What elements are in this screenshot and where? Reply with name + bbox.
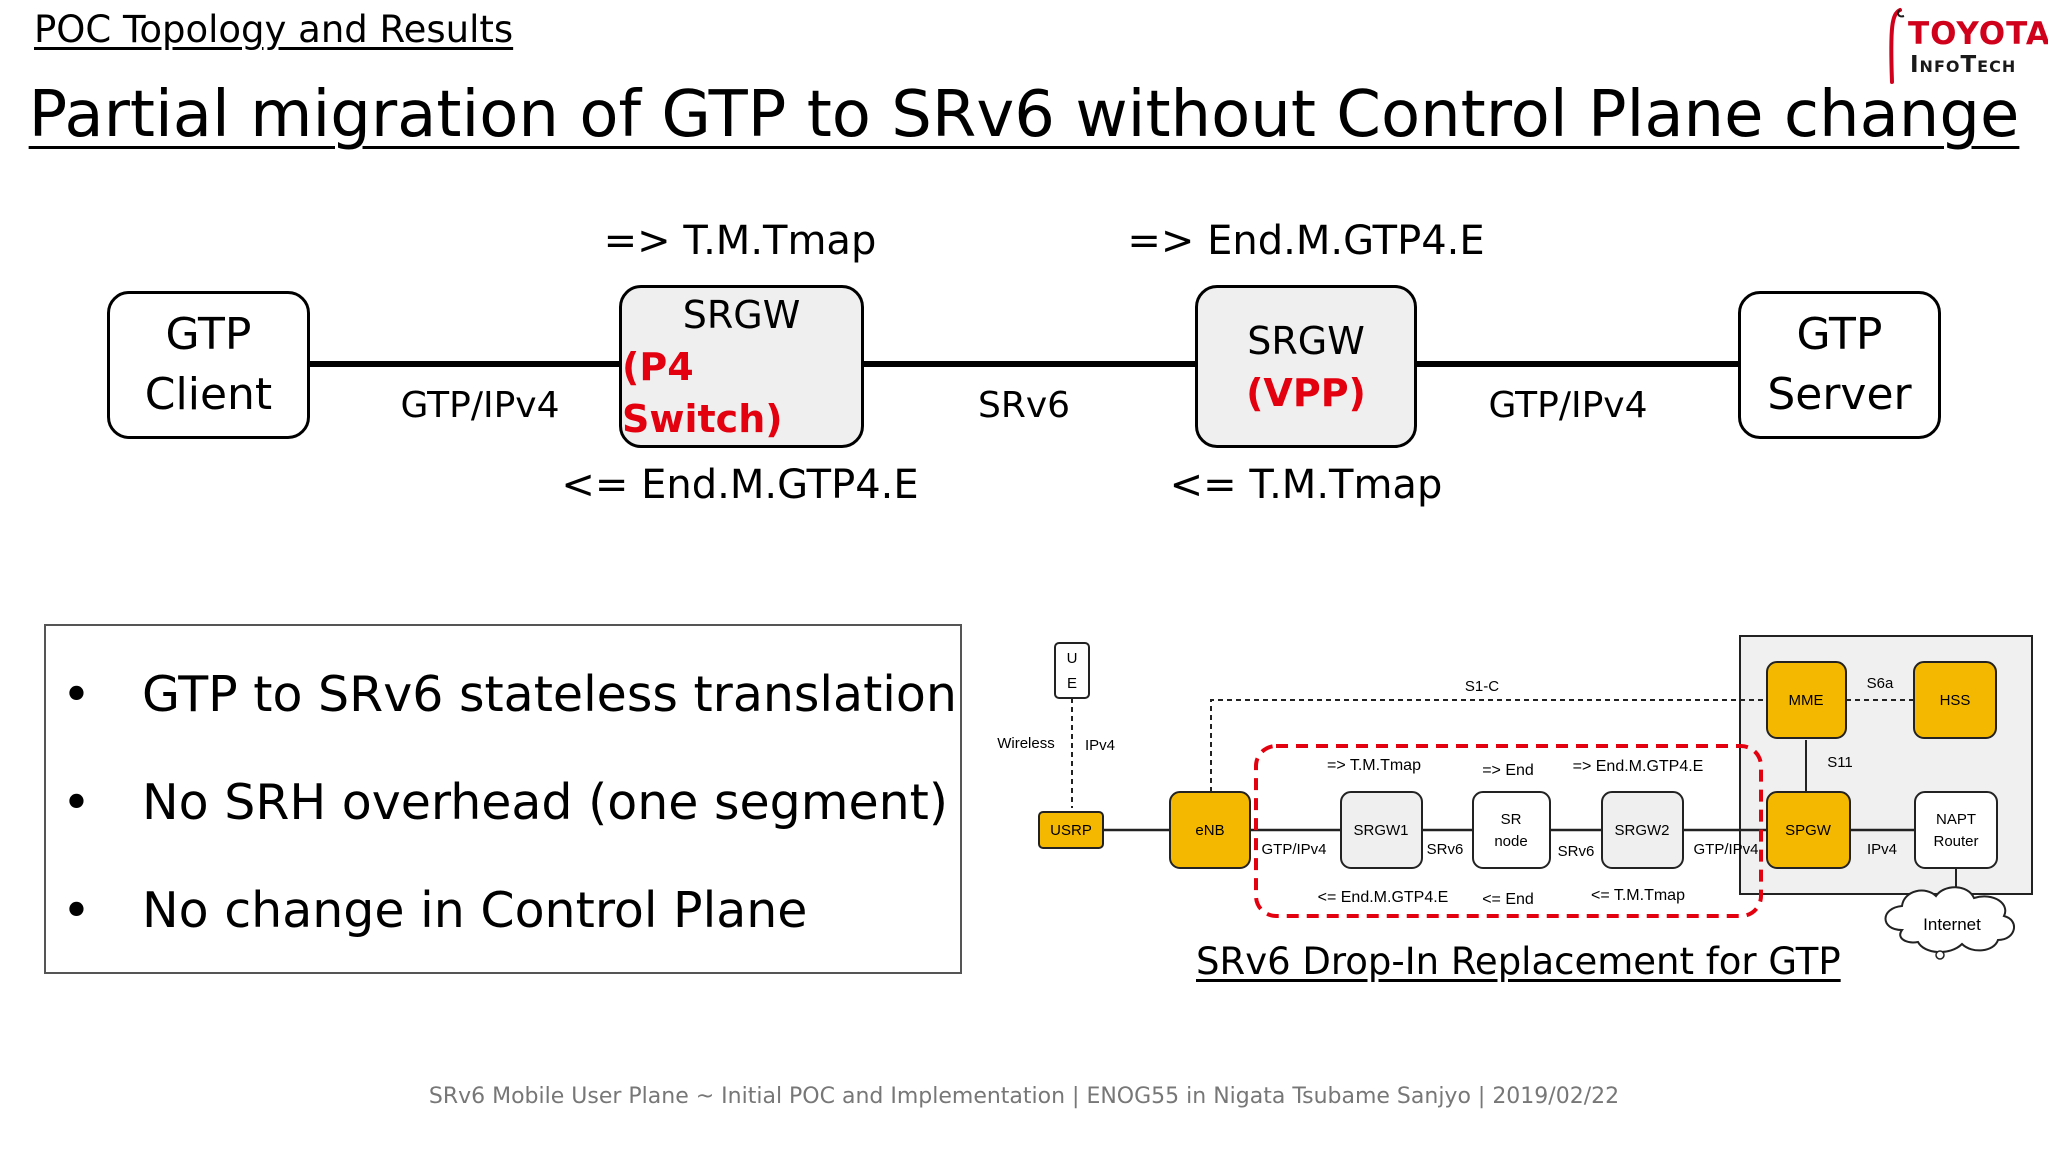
- bullet-box: • GTP to SRv6 stateless translation • No…: [44, 624, 962, 974]
- link-label-left: GTP/IPv4: [400, 385, 560, 426]
- network-link-line: [305, 361, 1741, 367]
- toyota-infotech-logo: TOYOTA InfoTech: [1882, 6, 2048, 86]
- link-label-right: GTP/IPv4: [1488, 385, 1648, 426]
- ue-node: [1054, 642, 1090, 699]
- srgw2-node: [1601, 791, 1684, 869]
- napt-ipv4-label: IPv4: [1867, 841, 1897, 858]
- gtp-ipv4-right-label: GTP/IPv4: [1693, 841, 1758, 858]
- srgw-p4-line2: (P4 Switch): [622, 344, 783, 441]
- s1c-label: S1-C: [1465, 678, 1499, 695]
- bullet-dot-icon: •: [62, 882, 91, 939]
- napt-line1: NAPT: [1936, 811, 1976, 828]
- gtp-client-line2: Client: [144, 369, 273, 420]
- srgw-vpp-node: SRGW (VPP): [1195, 285, 1417, 448]
- enb-label: eNB: [1195, 822, 1224, 839]
- gtp-ipv4-left-label: GTP/IPv4: [1261, 841, 1326, 858]
- footer: SRv6 Mobile User Plane ~ Initial POC and…: [428, 1084, 1620, 1109]
- p4-top-label: => T.M.Tmap: [603, 218, 877, 264]
- hss-node: [1913, 661, 1997, 739]
- spgw-label: SPGW: [1785, 822, 1832, 839]
- logo-mark-icon: [1889, 8, 1905, 84]
- gtp-server-line1: GTP: [1796, 309, 1883, 360]
- srgw-p4-switch-node: SRGW (P4 Switch): [619, 285, 864, 448]
- srv6-a-label: SRv6: [1427, 841, 1464, 858]
- bullet-text: No SRH overhead (one segment): [142, 774, 949, 831]
- gtp-client-line1: GTP: [165, 309, 252, 360]
- enb-node: [1169, 791, 1251, 869]
- logo-text-line2: InfoTech: [1910, 52, 2017, 78]
- p4-bottom-label: <= End.M.GTP4.E: [561, 462, 919, 508]
- usrp-label: USRP: [1050, 822, 1092, 839]
- top-tmap-label: => T.M.Tmap: [1327, 757, 1421, 774]
- sr-node-line2: node: [1494, 833, 1527, 850]
- srgw1-node: [1340, 791, 1423, 869]
- link-label-mid: SRv6: [977, 385, 1071, 426]
- srgw1-label: SRGW1: [1353, 822, 1408, 839]
- bullet-text: GTP to SRv6 stateless translation: [142, 666, 957, 723]
- mme-node: [1766, 661, 1847, 739]
- bot-tmap-label: <= T.M.Tmap: [1591, 887, 1685, 904]
- vpp-bottom-label: <= T.M.Tmap: [1169, 462, 1443, 508]
- top-endm-label: => End.M.GTP4.E: [1573, 758, 1704, 775]
- sr-node-line1: SR: [1501, 811, 1522, 828]
- gtp-server-line2: Server: [1767, 369, 1912, 420]
- srgw-vpp-line1: SRGW: [1247, 318, 1365, 363]
- ue-ipv4-label: IPv4: [1085, 737, 1115, 754]
- enb-mme-s1c-link: [1210, 699, 1767, 792]
- bot-end-label: <= End: [1482, 891, 1534, 908]
- section-title: POC Topology and Results: [34, 8, 514, 51]
- diagram-caption: SRv6 Drop-In Replacement for GTP: [1196, 940, 1841, 983]
- mme-label: MME: [1789, 692, 1824, 709]
- hss-label: HSS: [1940, 692, 1971, 709]
- napt-router-node: [1914, 791, 1998, 869]
- s11-label: S11: [1827, 754, 1853, 771]
- srv6-b-label: SRv6: [1558, 843, 1595, 860]
- gtp-client-node: GTP Client: [107, 291, 310, 439]
- sr-node: [1472, 791, 1551, 869]
- wireless-label: Wireless: [997, 735, 1055, 752]
- napt-line2: Router: [1933, 833, 1978, 850]
- bullet-dot-icon: •: [62, 774, 91, 831]
- logo-text-line1: TOYOTA: [1908, 16, 2048, 52]
- srgw-p4-line1: SRGW: [682, 292, 801, 337]
- s6a-label: S6a: [1867, 675, 1894, 692]
- internet-label: Internet: [1923, 915, 1981, 934]
- gtp-server-node: GTP Server: [1738, 291, 1941, 439]
- vpp-top-label: => End.M.GTP4.E: [1127, 218, 1485, 264]
- srv6-region-dashed: [1254, 744, 1763, 918]
- ue-line1: U: [1067, 650, 1078, 667]
- srgw2-label: SRGW2: [1614, 822, 1669, 839]
- ue-line2: E: [1067, 675, 1077, 692]
- main-title: Partial migration of GTP to SRv6 without…: [28, 78, 2020, 152]
- usrp-node: [1038, 811, 1104, 849]
- spgw-node: [1766, 791, 1851, 869]
- bot-endm-label: <= End.M.GTP4.E: [1318, 889, 1449, 906]
- top-end-label: => End: [1482, 762, 1534, 779]
- bullet-dot-icon: •: [62, 666, 91, 723]
- bullet-text: No change in Control Plane: [142, 882, 808, 939]
- internet-cloud-icon: [1884, 886, 2015, 960]
- srgw-vpp-line2: (VPP): [1246, 370, 1366, 415]
